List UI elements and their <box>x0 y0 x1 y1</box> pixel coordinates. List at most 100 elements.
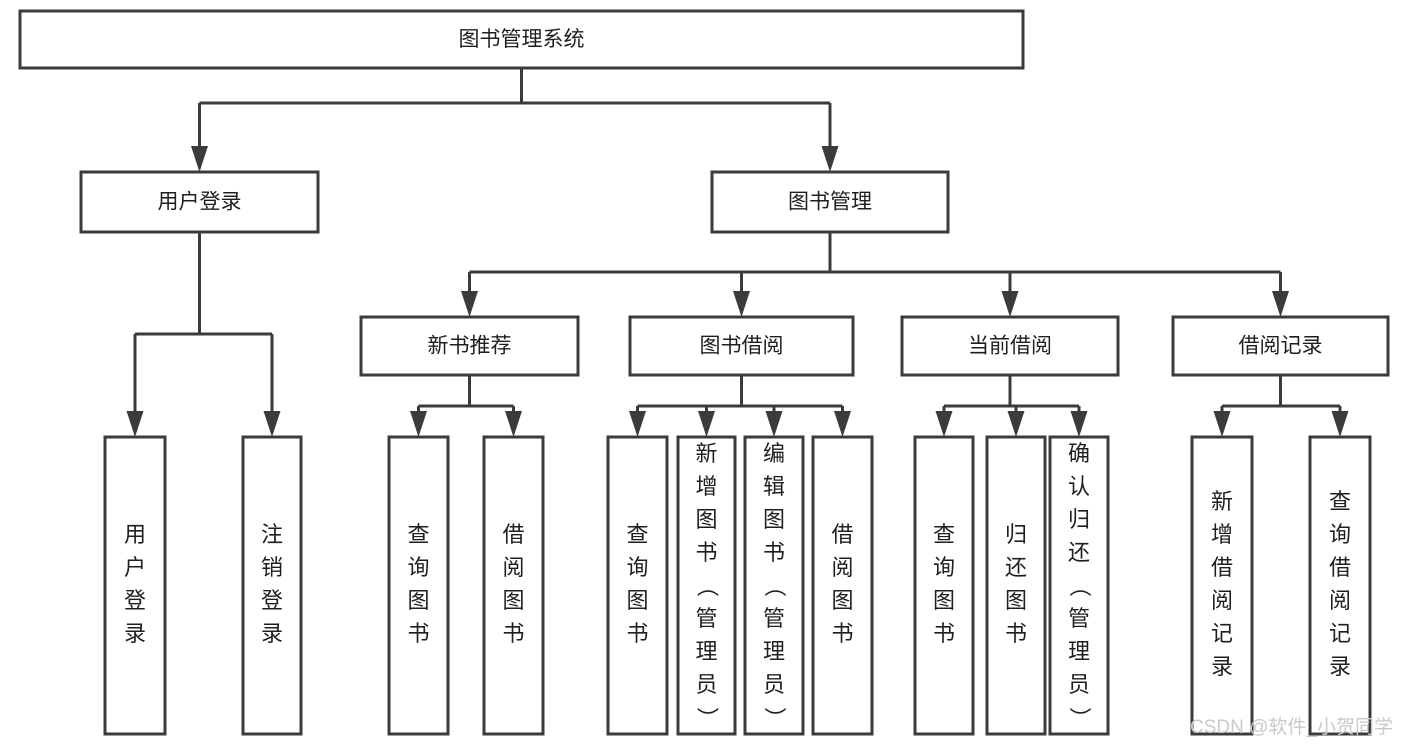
node-label-char: 图 <box>626 588 648 613</box>
node-box[interactable] <box>1190 435 1254 736</box>
node-label-char: 归 <box>1005 522 1027 547</box>
node-box[interactable] <box>985 435 1047 736</box>
node-label-char: 查 <box>626 522 648 547</box>
node-label-char: 管 <box>763 606 785 631</box>
arrow-head-icon <box>765 411 783 437</box>
node-box[interactable] <box>79 170 320 234</box>
node-box[interactable] <box>482 435 545 736</box>
node-user-login[interactable]: 用户登录 <box>79 170 320 234</box>
node-label-char: 书 <box>1005 621 1027 646</box>
node-box[interactable] <box>18 9 1025 70</box>
node-box[interactable] <box>359 315 580 377</box>
node-label-char: 书 <box>831 621 853 646</box>
node-label-char: 登 <box>261 588 283 613</box>
node-box[interactable] <box>103 435 167 736</box>
node-label-char: 确 <box>1068 441 1090 466</box>
node-label-char: 记 <box>1329 621 1351 646</box>
node-label-char: 新 <box>1211 489 1233 514</box>
node-label-char: 书 <box>626 621 648 646</box>
node-label-char: 还 <box>1005 555 1027 580</box>
node-label-char: ） <box>1067 707 1092 729</box>
node-label-char: 录 <box>1211 654 1233 679</box>
node-label-char: 书 <box>763 540 785 565</box>
node-box[interactable] <box>913 435 975 736</box>
node-label-char: 理 <box>695 639 717 664</box>
arrow-head-icon <box>1213 411 1231 437</box>
node-label-char: ） <box>695 707 720 729</box>
arrow-head-icon <box>629 411 646 437</box>
node-label-char: 阅 <box>502 555 524 580</box>
node-borrow-record[interactable]: 借阅记录 <box>1171 315 1390 377</box>
arrow-head-icon <box>191 146 208 172</box>
node-label-char: 销 <box>261 555 283 580</box>
connector-layer <box>126 68 1349 437</box>
connector-group-user-login <box>126 232 281 437</box>
node-book-manage[interactable]: 图书管理 <box>710 170 950 234</box>
node-label-char: 归 <box>1068 507 1090 532</box>
node-box[interactable] <box>811 435 874 736</box>
arrow-head-icon <box>821 146 839 172</box>
connector-group-borrow-record <box>1213 375 1349 437</box>
node-label-char: 借 <box>1211 555 1233 580</box>
node-label-char: （ <box>762 575 787 597</box>
arrow-head-icon <box>461 291 478 317</box>
node-label-char: 理 <box>1068 639 1090 664</box>
node-box[interactable] <box>1171 315 1390 377</box>
node-label-char: （ <box>1067 575 1092 597</box>
connector-group-new-book-rec <box>410 375 522 437</box>
node-label-char: 编 <box>763 441 785 466</box>
node-label-char: 书 <box>695 540 717 565</box>
node-label-char: 管 <box>1068 606 1090 631</box>
node-label-char: 录 <box>124 621 146 646</box>
node-leaf-user-login[interactable]: 用户登录 <box>103 435 167 736</box>
node-box[interactable] <box>900 315 1120 377</box>
node-label-char: 查 <box>933 522 955 547</box>
node-label-char: 借 <box>502 522 524 547</box>
node-label: 图书管理 <box>788 191 872 214</box>
node-label: 当前借阅 <box>968 335 1052 358</box>
node-book-borrow[interactable]: 图书借阅 <box>628 315 855 377</box>
node-label-char: 用 <box>124 522 146 547</box>
node-label-char: 理 <box>763 639 785 664</box>
node-box[interactable] <box>676 435 737 736</box>
node-label-char: ） <box>762 707 787 729</box>
node-label-char: 员 <box>1068 672 1090 697</box>
node-box[interactable] <box>387 435 450 736</box>
node-label: 图书借阅 <box>700 335 784 358</box>
node-box[interactable] <box>628 315 855 377</box>
arrow-head-icon <box>834 411 851 437</box>
node-label-char: 登 <box>124 588 146 613</box>
node-label-char: 询 <box>626 555 648 580</box>
node-new-book-rec[interactable]: 新书推荐 <box>359 315 580 377</box>
node-root[interactable]: 图书管理系统 <box>18 9 1025 70</box>
node-layer: 图书管理系统用户登录图书管理新书推荐图书借阅当前借阅借阅记录用户登录注销登录查询… <box>18 9 1390 736</box>
node-label-char: 图 <box>933 588 955 613</box>
node-label-char: 阅 <box>1211 588 1233 613</box>
node-label-char: 增 <box>695 474 717 499</box>
node-label-char: 阅 <box>1329 588 1351 613</box>
node-box[interactable] <box>606 435 669 736</box>
node-box[interactable] <box>743 435 805 736</box>
node-current-borrow[interactable]: 当前借阅 <box>900 315 1120 377</box>
watermark-label: CSDN @软件_小贺同学 <box>1190 716 1393 738</box>
node-label-char: 员 <box>695 672 717 697</box>
arrow-head-icon <box>505 411 522 437</box>
node-box[interactable] <box>710 170 950 234</box>
node-box[interactable] <box>1308 435 1372 736</box>
node-label-char: 录 <box>261 621 283 646</box>
node-box[interactable] <box>241 435 303 736</box>
node-box[interactable] <box>1048 435 1110 736</box>
node-label-char: 辑 <box>763 474 785 499</box>
